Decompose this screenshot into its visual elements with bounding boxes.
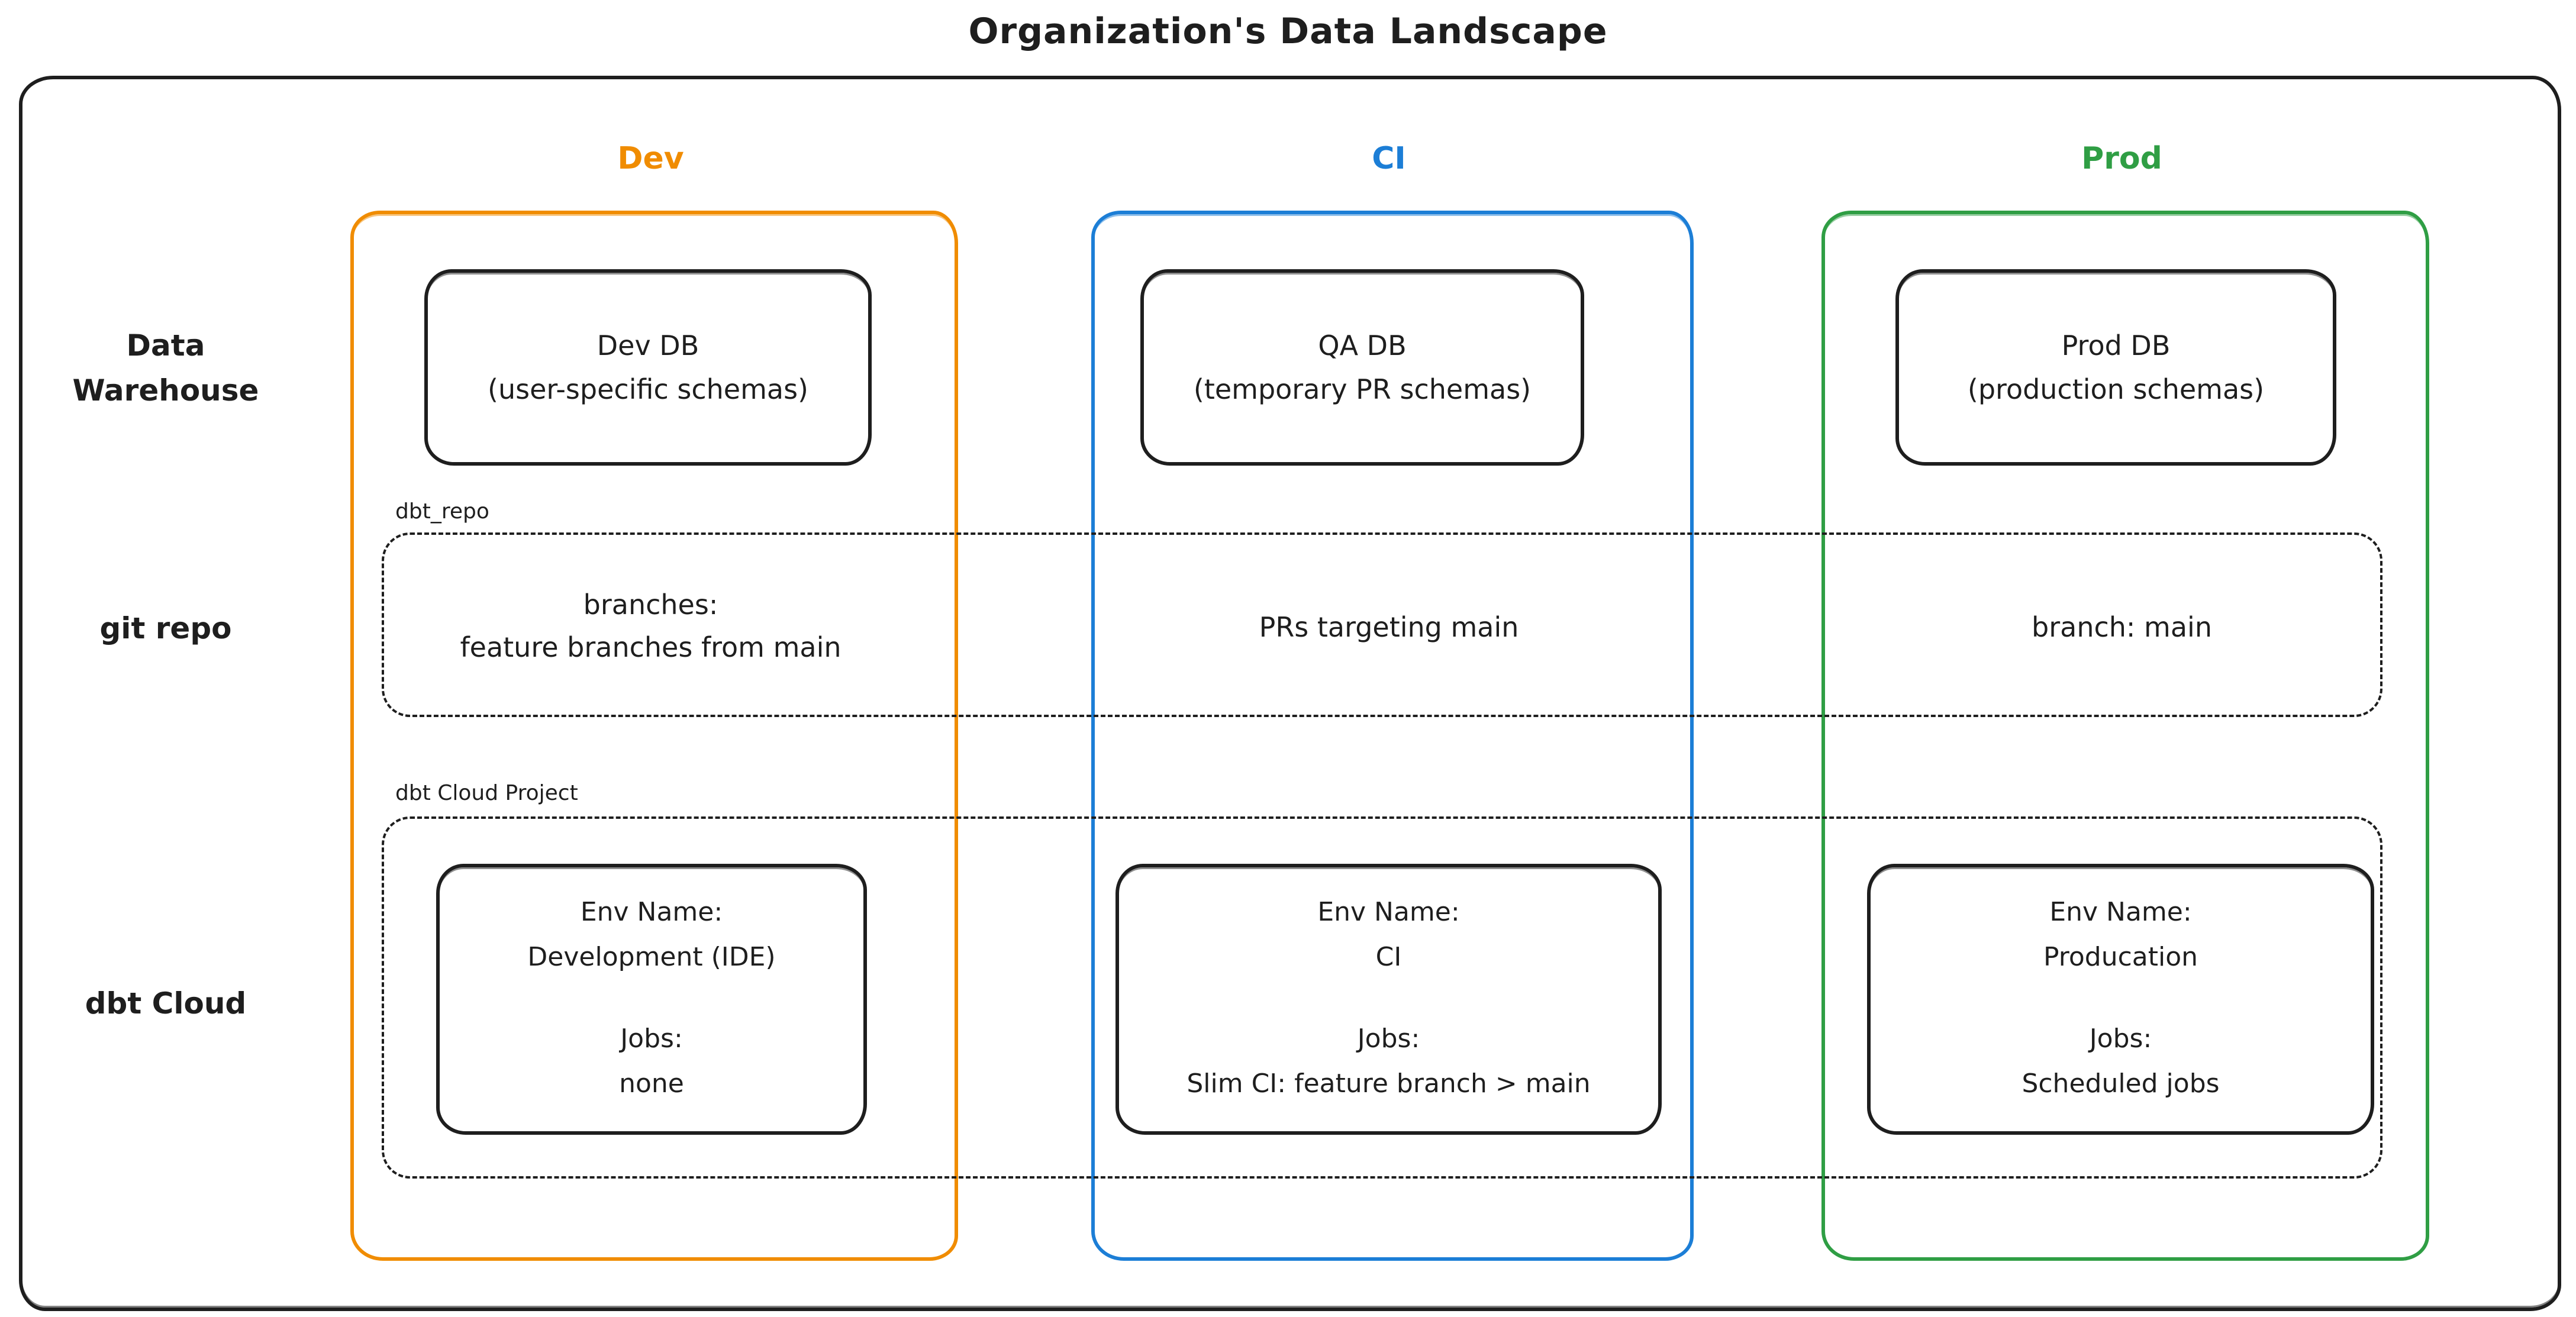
dbt-cloud-project-dashed-container (382, 816, 2382, 1179)
prod-db-schemas: (production schemas) (1967, 373, 2265, 405)
git-dev-branches-line2: feature branches from main (460, 631, 842, 663)
ci-environment-box (1091, 211, 1694, 1261)
dbt-repo-dashed-container (382, 532, 2382, 717)
prod-env-name-label: Env Name: (2049, 897, 2192, 927)
column-header-ci: CI (1372, 141, 1406, 176)
prod-environment-box (1821, 211, 2429, 1261)
organization-container (19, 76, 2561, 1311)
row-label-data-warehouse-line2: Warehouse (72, 373, 259, 408)
dbt-cloud-project-label: dbt Cloud Project (395, 781, 578, 805)
git-ci-prs-text: PRs targeting main (1259, 611, 1519, 643)
qa-db-box: QA DB (temporary PR schemas) (1140, 269, 1584, 466)
git-dev-branches-line1: branches: (583, 589, 718, 621)
row-label-data-warehouse: Data Warehouse (24, 323, 308, 413)
dbt-repo-label: dbt_repo (395, 499, 489, 524)
prod-db-box: Prod DB (production schemas) (1895, 269, 2336, 466)
prod-jobs-label: Jobs: (2089, 1024, 2152, 1054)
column-header-prod: Prod (2081, 141, 2162, 176)
ci-dbt-env-box: Env Name: CI Jobs: Slim CI: feature bran… (1115, 864, 1662, 1135)
row-label-data-warehouse-line1: Data (126, 328, 205, 363)
prod-env-name-value: Producation (2043, 942, 2198, 972)
dev-dbt-env-box: Env Name: Development (IDE) Jobs: none (436, 864, 867, 1135)
dev-env-name-label: Env Name: (580, 897, 723, 927)
ci-env-name-value: CI (1375, 942, 1402, 972)
dev-db-box: Dev DB (user-specific schemas) (424, 269, 872, 466)
dev-environment-box (350, 211, 958, 1261)
prod-jobs-value: Scheduled jobs (2022, 1069, 2220, 1099)
ci-jobs-label: Jobs: (1357, 1024, 1420, 1054)
git-dev-branches-text: branches: feature branches from main (350, 583, 951, 669)
dev-jobs-label: Jobs: (620, 1024, 683, 1054)
dev-db-schemas: (user-specific schemas) (488, 373, 808, 405)
diagram-title: Organization's Data Landscape (968, 11, 1608, 52)
dev-env-name-value: Development (IDE) (527, 942, 776, 972)
prod-dbt-env-box: Env Name: Producation Jobs: Scheduled jo… (1867, 864, 2374, 1135)
column-header-dev: Dev (617, 141, 684, 176)
qa-db-schemas: (temporary PR schemas) (1193, 373, 1532, 405)
row-label-dbt-cloud: dbt Cloud (85, 986, 247, 1021)
ci-jobs-value: Slim CI: feature branch > main (1187, 1069, 1591, 1099)
row-label-git-repo: git repo (99, 611, 232, 645)
dev-jobs-value: none (619, 1069, 684, 1099)
prod-db-name: Prod DB (2061, 330, 2171, 361)
qa-db-name: QA DB (1318, 330, 1407, 361)
dev-db-name: Dev DB (597, 330, 699, 361)
git-prod-branch-text: branch: main (2032, 611, 2212, 643)
ci-env-name-label: Env Name: (1317, 897, 1460, 927)
